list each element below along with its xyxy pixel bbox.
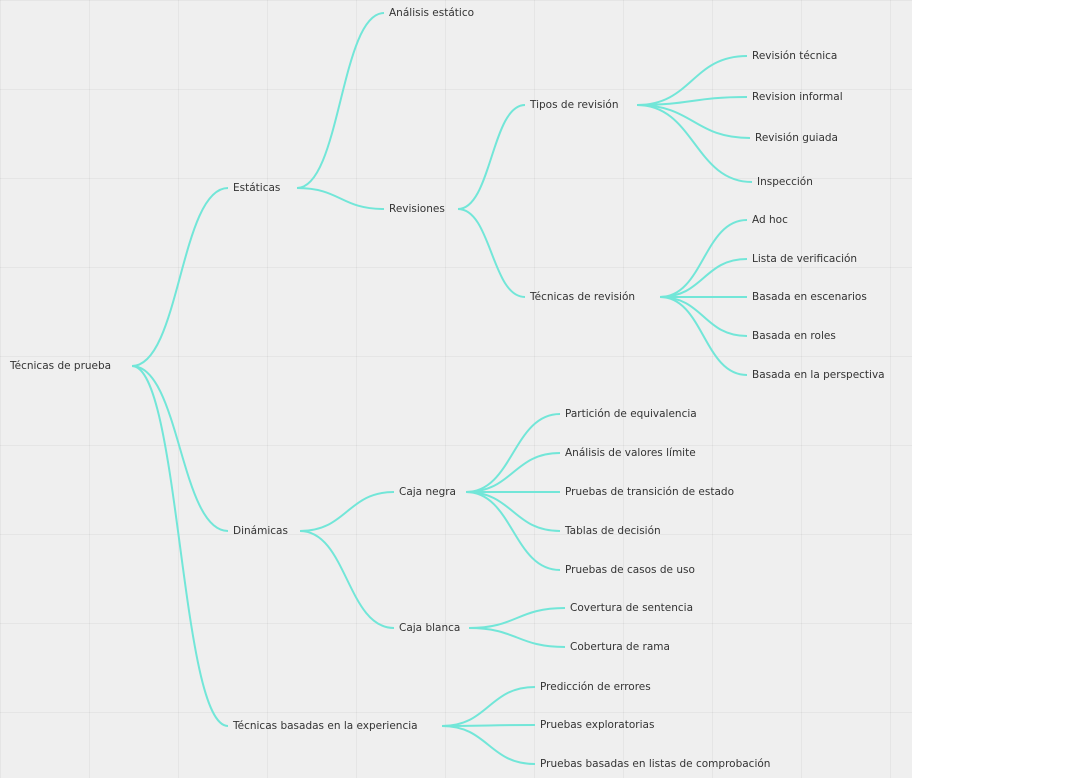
node-experiencia-item[interactable]: Pruebas exploratorias bbox=[540, 719, 655, 731]
connector-line bbox=[468, 607, 566, 629]
node-caja-negra-item[interactable]: Pruebas de casos de uso bbox=[565, 564, 695, 576]
node-caja-blanca-item[interactable]: Cobertura de rama bbox=[570, 641, 670, 653]
node-tipos-item[interactable]: Inspección bbox=[757, 176, 813, 188]
connector-line bbox=[131, 187, 229, 367]
connector-line bbox=[457, 208, 526, 298]
connector-line bbox=[441, 724, 536, 727]
node-tecnicas-item[interactable]: Lista de verificación bbox=[752, 253, 858, 265]
mindmap-canvas[interactable]: Técnicas de prueba Estáticas Análisis es… bbox=[0, 0, 912, 778]
connector-line bbox=[457, 104, 526, 210]
connector-line bbox=[636, 104, 751, 139]
connector-line bbox=[636, 104, 753, 183]
node-analisis-estatico[interactable]: Análisis estático bbox=[389, 7, 475, 19]
connector-line bbox=[659, 219, 748, 298]
connector-line bbox=[636, 96, 748, 106]
connector-line bbox=[659, 258, 748, 298]
node-tecnicas-item[interactable]: Basada en la perspectiva bbox=[752, 369, 885, 381]
connector-line bbox=[131, 365, 229, 532]
connector-line bbox=[299, 491, 395, 532]
node-caja-blanca[interactable]: Caja blanca bbox=[399, 622, 461, 634]
connector-line bbox=[465, 491, 561, 571]
connector-line bbox=[441, 686, 536, 727]
node-revisiones[interactable]: Revisiones bbox=[389, 203, 445, 215]
connector-line bbox=[659, 296, 748, 337]
node-tipos-item[interactable]: Revisión técnica bbox=[752, 50, 838, 62]
connector-line bbox=[299, 530, 395, 629]
connector-line bbox=[296, 12, 385, 189]
connector-line bbox=[296, 187, 385, 210]
node-tecnicas-item[interactable]: Ad hoc bbox=[752, 214, 788, 226]
node-experiencia-item[interactable]: Predicción de errores bbox=[540, 681, 651, 693]
connector-line bbox=[465, 452, 561, 493]
node-experiencia[interactable]: Técnicas basadas en la experiencia bbox=[233, 720, 418, 732]
connector-line bbox=[441, 725, 536, 765]
node-tipos-revision[interactable]: Tipos de revisión bbox=[530, 99, 619, 111]
node-dinamicas[interactable]: Dinámicas bbox=[233, 525, 288, 537]
node-caja-negra-item[interactable]: Pruebas de transición de estado bbox=[565, 486, 734, 498]
connector-layer bbox=[131, 12, 753, 765]
connector-line bbox=[131, 365, 229, 727]
node-root[interactable]: Técnicas de prueba bbox=[10, 360, 112, 372]
node-caja-negra-item[interactable]: Tablas de decisión bbox=[565, 525, 661, 537]
connector-line bbox=[636, 55, 748, 106]
node-estaticas[interactable]: Estáticas bbox=[233, 182, 281, 194]
node-tipos-item[interactable]: Revision informal bbox=[752, 91, 843, 103]
node-tecnicas-item[interactable]: Basada en roles bbox=[752, 330, 836, 342]
node-experiencia-item[interactable]: Pruebas basadas en listas de comprobació… bbox=[540, 758, 771, 770]
connector-line bbox=[465, 413, 561, 493]
node-caja-negra-item[interactable]: Análisis de valores límite bbox=[565, 447, 696, 459]
connector-line bbox=[659, 296, 748, 376]
node-tecnicas-item[interactable]: Basada en escenarios bbox=[752, 291, 867, 303]
node-caja-blanca-item[interactable]: Covertura de sentencia bbox=[570, 602, 694, 614]
connector-line bbox=[465, 491, 561, 532]
node-caja-negra-item[interactable]: Partición de equivalencia bbox=[565, 408, 697, 420]
node-tipos-item[interactable]: Revisión guiada bbox=[755, 132, 838, 144]
node-tecnicas-revision[interactable]: Técnicas de revisión bbox=[530, 291, 636, 303]
connector-line bbox=[468, 627, 566, 648]
node-caja-negra[interactable]: Caja negra bbox=[399, 486, 456, 498]
